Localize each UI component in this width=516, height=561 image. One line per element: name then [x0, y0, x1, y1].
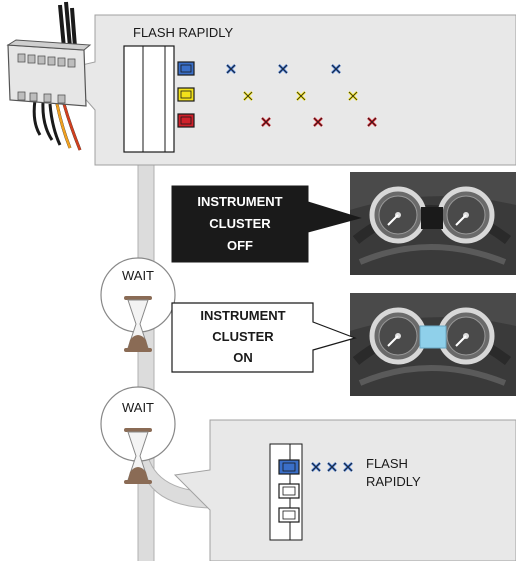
cluster-off-line1: INSTRUMENT [197, 194, 282, 209]
dashboard-off-image [350, 172, 516, 275]
wait2-label: WAIT [122, 400, 154, 415]
hourglass-top-cap [124, 296, 152, 300]
led-strip [123, 45, 195, 153]
cluster-off-line2: CLUSTER [209, 216, 271, 231]
cluster-screen-off [421, 207, 443, 229]
step4-panel [173, 419, 516, 561]
cluster-on-line2: CLUSTER [212, 329, 274, 344]
step1-label: FLASH RAPIDLY [133, 25, 234, 40]
led-off-icon [278, 507, 300, 523]
cluster-off-line3: OFF [227, 238, 253, 253]
step4-label-line1: FLASH [366, 456, 408, 471]
blue-led-small-icon [278, 459, 300, 475]
cluster-screen-on [419, 325, 447, 349]
wait1-label: WAIT [122, 268, 154, 283]
module-device [6, 1, 92, 151]
red-led-icon [177, 113, 195, 128]
cluster-on-line1: INSTRUMENT [200, 308, 285, 323]
cluster-on-callout: INSTRUMENT CLUSTER ON [171, 302, 357, 373]
wait2-hourglass: WAIT [100, 386, 176, 484]
step4-label-line2: RAPIDLY [366, 474, 421, 489]
blue-led-icon [177, 61, 195, 76]
led-strip-small [269, 443, 303, 541]
dashboard-on-image [350, 293, 516, 396]
wait1-hourglass: WAIT [100, 257, 176, 352]
yellow-led-icon [177, 87, 195, 102]
led-off-icon [278, 483, 300, 499]
cluster-off-callout: INSTRUMENT CLUSTER OFF [171, 185, 362, 263]
cluster-on-line3: ON [233, 350, 253, 365]
